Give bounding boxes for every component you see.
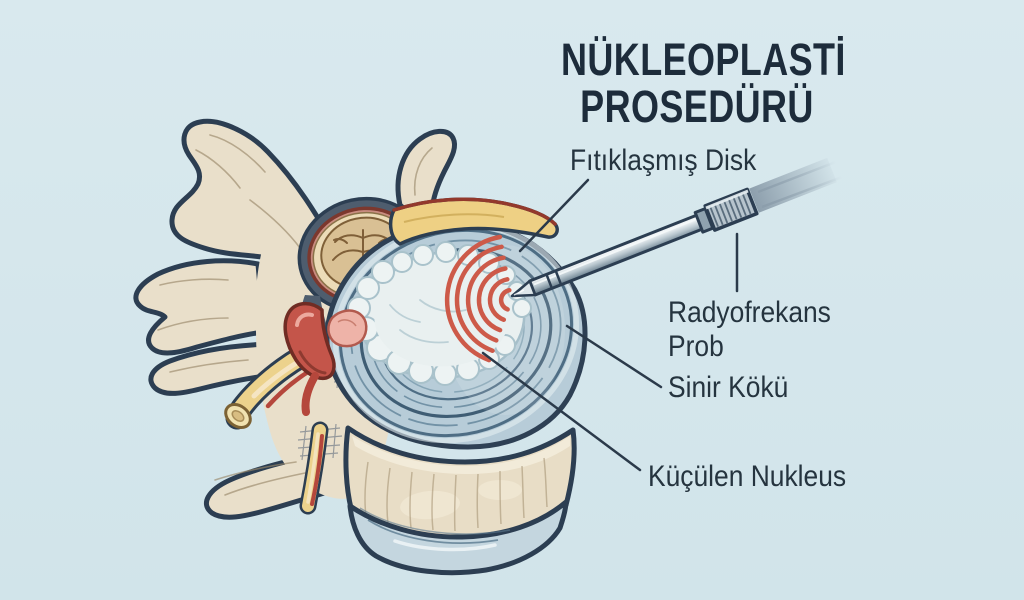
bone-hatching bbox=[157, 134, 433, 496]
rf-waves bbox=[444, 234, 512, 363]
leader-herniated-disc bbox=[518, 178, 590, 253]
label-radiofrequency-probe: Radyofrekans Prob bbox=[668, 296, 831, 363]
leader-shrinking-nucleus bbox=[481, 351, 642, 472]
bone-transverse-process bbox=[133, 258, 267, 356]
probe-depth-marks bbox=[545, 270, 563, 289]
probe-tip bbox=[510, 279, 537, 298]
herniated-material bbox=[327, 309, 368, 348]
lower-disc bbox=[347, 499, 569, 576]
title-line-1: NÜKLEOPLASTİ bbox=[561, 34, 846, 85]
title-line-2: PROSEDÜRÜ bbox=[580, 81, 814, 132]
blood-vessel bbox=[310, 434, 324, 506]
leader-lines bbox=[481, 178, 739, 472]
probe-hub-ribs bbox=[709, 193, 752, 227]
probe-shaft-fading bbox=[749, 157, 837, 213]
probe-hub bbox=[703, 187, 759, 232]
label-herniated-disc: Fıtıklaşmış Disk bbox=[570, 144, 757, 177]
label-shrinking-nucleus: Küçülen Nukleus bbox=[648, 460, 847, 493]
ligament-band bbox=[388, 197, 559, 246]
leader-nerve-root bbox=[565, 324, 663, 389]
bone-process-lower-left-1 bbox=[148, 341, 277, 396]
page-title: NÜKLEOPLASTİ PROSEDÜRÜ bbox=[561, 34, 846, 132]
label-nerve-root: Sinir Kökü bbox=[668, 371, 789, 404]
probe-needle bbox=[510, 156, 851, 298]
disc-herniation bbox=[283, 301, 368, 416]
